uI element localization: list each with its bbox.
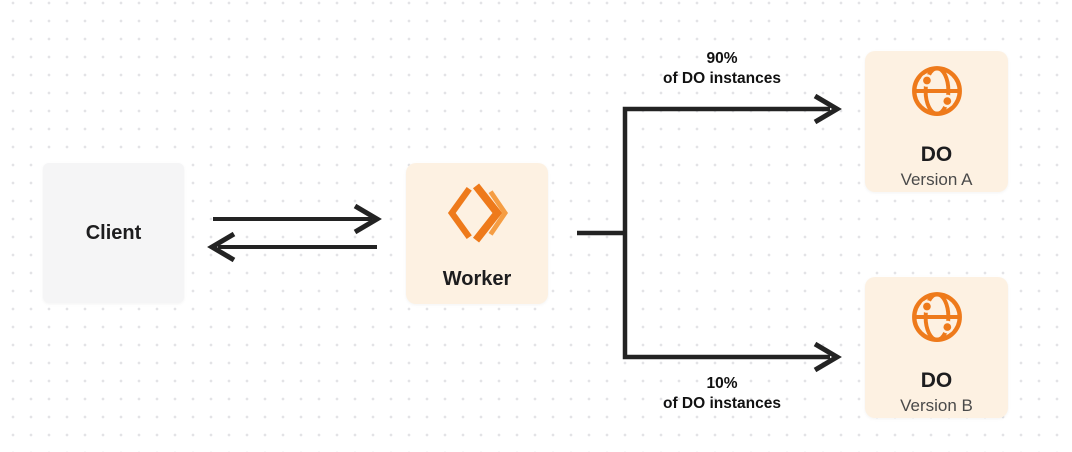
client-node: Client [43,163,184,303]
client-label: Client [85,222,142,244]
edge-label-version-a-percent: 90% [706,50,738,67]
edge-label-version-b-caption: of DO instances [663,395,781,412]
worker-node: Worker [406,163,548,304]
edge-label-version-a-caption: of DO instances [663,70,781,87]
do-version-a-title: DO [920,143,953,166]
do-version-a-node: DO Version A [865,51,1008,192]
edge-label-version-a: 90% of DO instances [617,49,827,89]
edge-label-version-b-percent: 10% [706,375,738,392]
arrow-to-version-b-head [813,341,842,373]
do-version-a-subtitle: Version A [900,170,973,189]
workers-chevron-icon [446,182,509,244]
arrow-worker-to-client-head [207,231,236,263]
do-version-b-title: DO [920,369,953,392]
globe-icon [909,289,965,345]
do-version-b-subtitle: Version B [900,396,973,415]
arrow-client-to-worker-head [353,203,382,235]
split-branch-lines [622,106,830,360]
do-version-b-node: DO Version B [865,277,1008,418]
arrow-to-version-a-head [813,93,842,125]
globe-icon [909,63,965,119]
worker-label: Worker [442,268,512,290]
edge-label-version-b: 10% of DO instances [617,374,827,414]
